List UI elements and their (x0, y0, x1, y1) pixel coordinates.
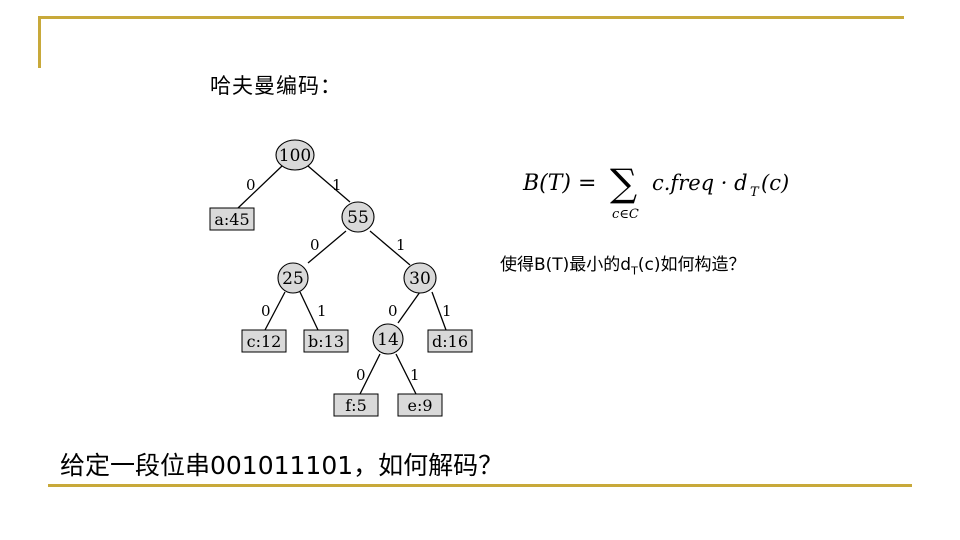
construction-question: 使得B(T)最小的dT(c)如何构造？ (500, 250, 745, 277)
question-subscript: T (631, 264, 638, 278)
formula-subscript: T (750, 185, 760, 200)
leaf-f: f:5 (345, 396, 367, 415)
leaf-c: c:12 (247, 332, 282, 351)
formula-tail: (c) (761, 171, 789, 195)
edge-label: 0 (261, 302, 271, 320)
edge-label: 1 (317, 302, 327, 320)
edge-label: 1 (396, 236, 406, 254)
internal-nodes: 100 55 25 30 14 (275, 139, 437, 355)
bottom-accent-line (48, 484, 912, 487)
edge-label: 0 (356, 366, 366, 384)
leaf-a: a:45 (214, 210, 249, 229)
left-accent-line (38, 16, 41, 68)
slide-title: 哈夫曼编码： (210, 74, 342, 98)
node-30: 30 (409, 269, 431, 289)
sum-symbol: ∑ (610, 161, 637, 205)
formula-lhs: B(T) = (522, 171, 596, 196)
question-text-before: 使得B(T)最小的d (500, 255, 632, 275)
edge-label: 0 (246, 176, 256, 194)
leaf-e: e:9 (407, 396, 432, 415)
huffman-tree: 100 55 25 30 14 a:45 c:12 b:13 d:16 f:5 … (209, 139, 473, 417)
edge-label: 1 (410, 366, 420, 384)
leaf-nodes: a:45 c:12 b:13 d:16 f:5 e:9 (209, 207, 473, 417)
top-accent-line (40, 16, 904, 19)
formula-rhs: c.freq · d (652, 171, 748, 195)
sum-index: c∈C (612, 207, 639, 222)
edge-label: 1 (442, 302, 452, 320)
edge-label: 0 (310, 236, 320, 254)
question-text-after: (c)如何构造？ (637, 255, 746, 275)
node-14: 14 (377, 330, 399, 350)
cost-formula: B(T) = ∑ c∈C c.freq · d T (c) (522, 161, 789, 222)
node-25: 25 (282, 269, 304, 289)
node-100: 100 (279, 146, 311, 166)
edge-label: 1 (332, 176, 342, 194)
edge-label: 0 (388, 302, 398, 320)
edge-labels: 0 1 0 1 0 1 0 1 0 1 (246, 176, 452, 384)
leaf-b: b:13 (308, 332, 344, 351)
leaf-d: d:16 (432, 332, 468, 351)
decoding-question: 给定一段位串001011101，如何解码？ (60, 451, 504, 480)
node-55: 55 (347, 208, 369, 228)
